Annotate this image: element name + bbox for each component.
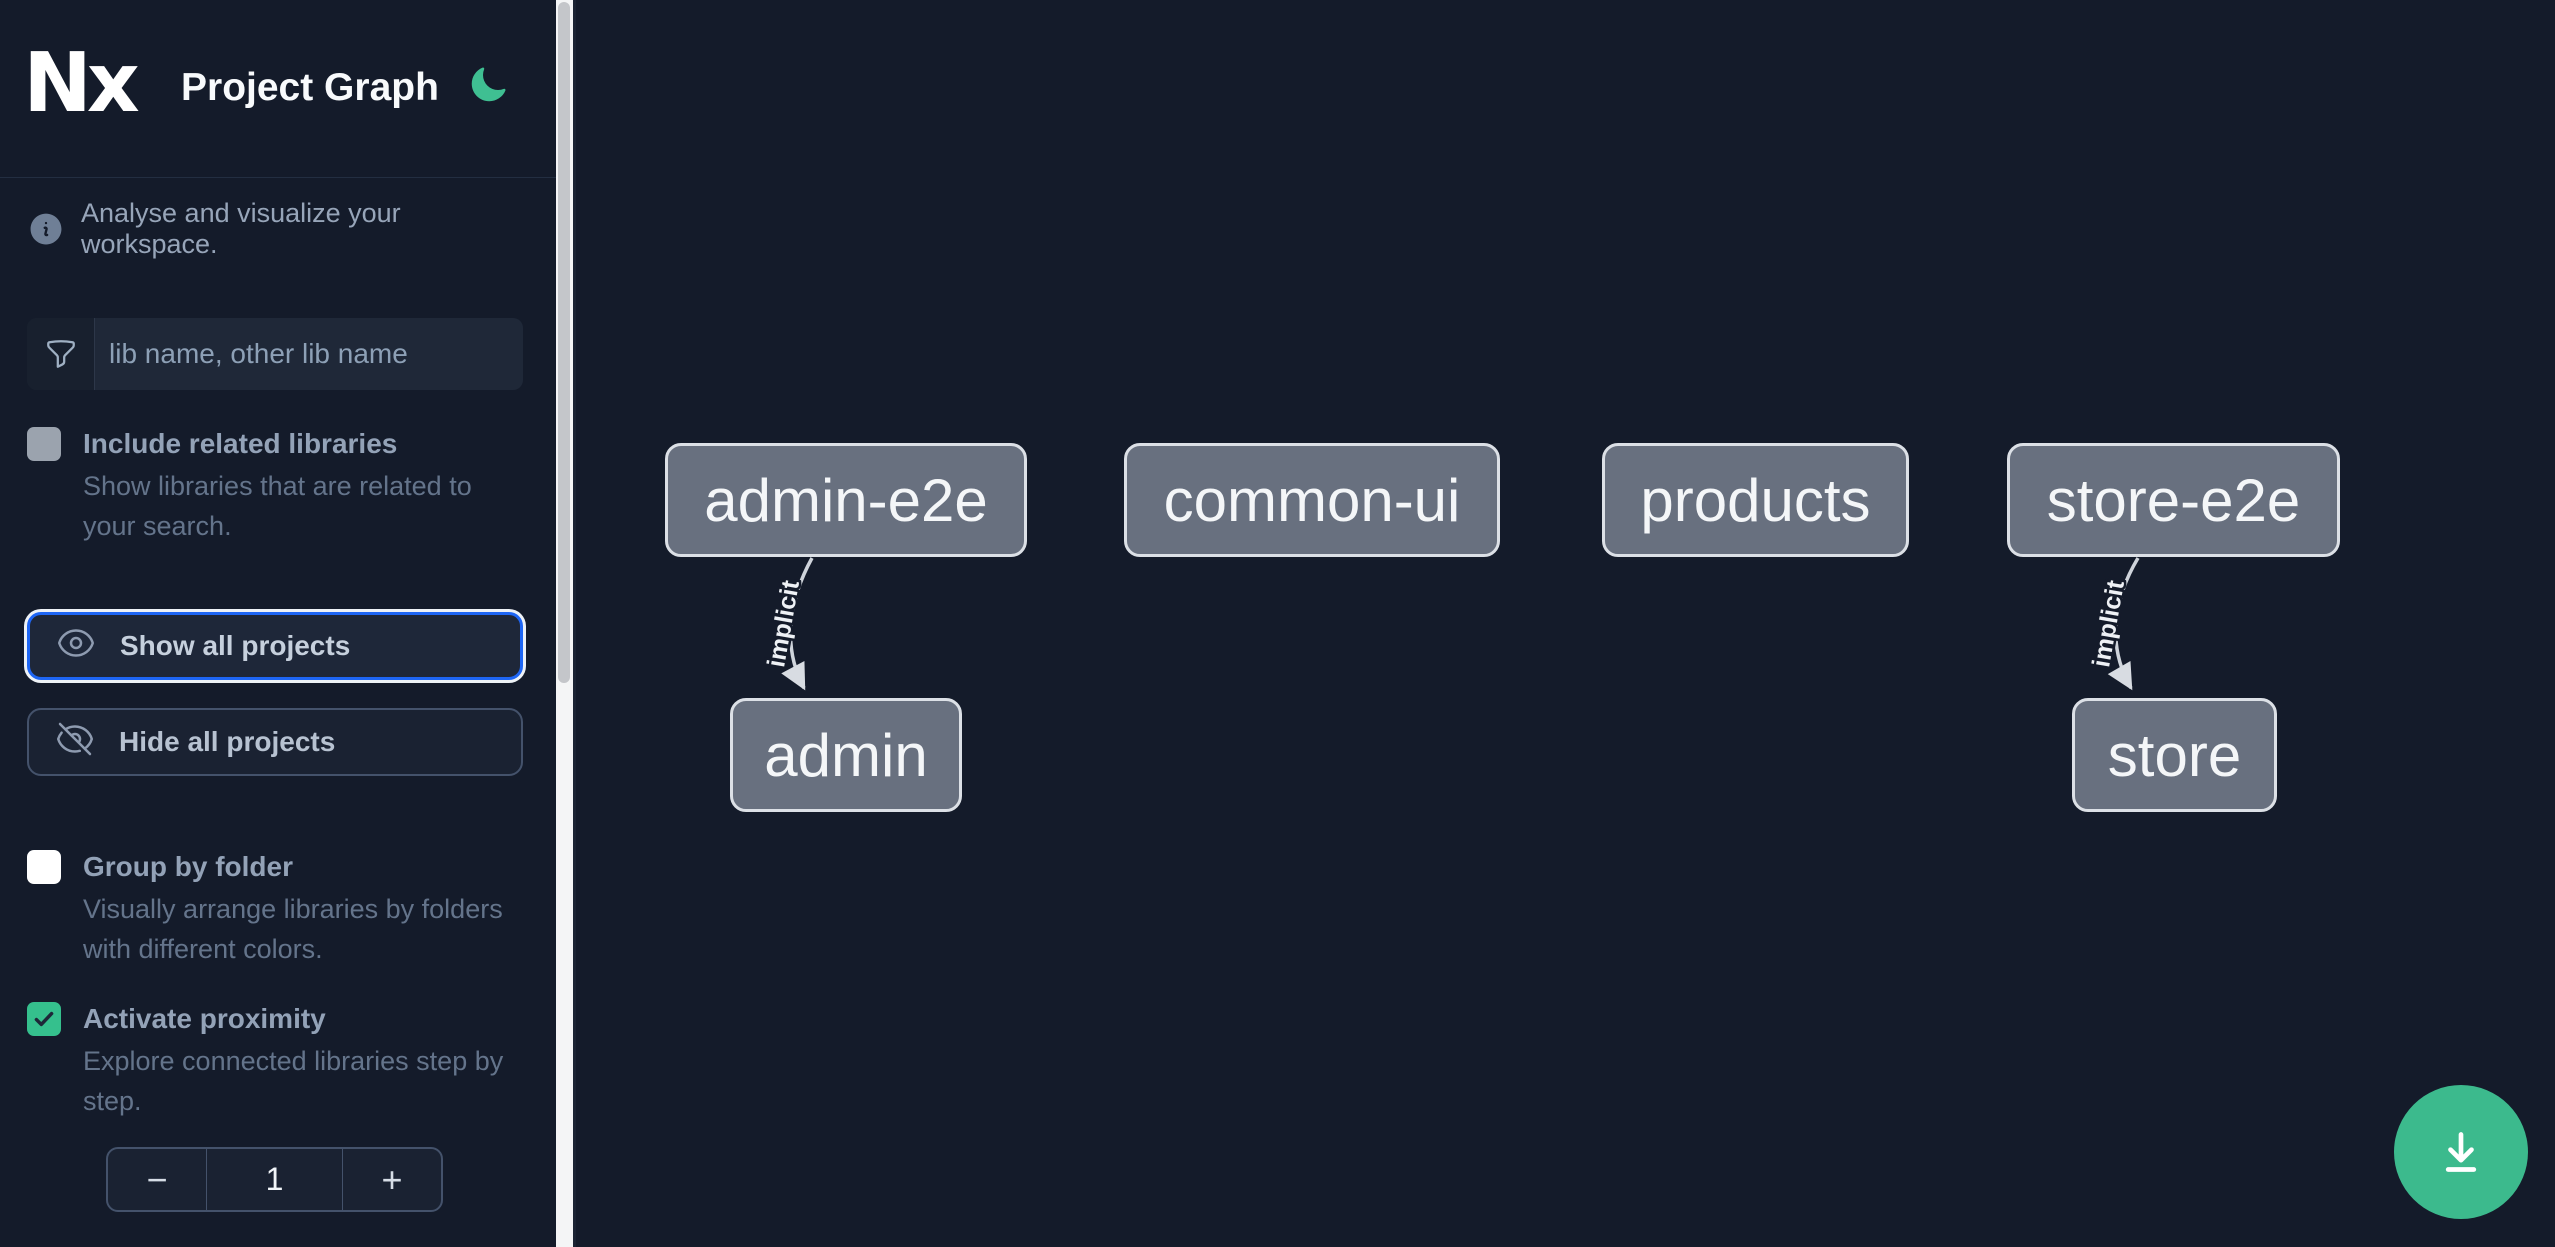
option-description: Show libraries that are related to your … — [83, 471, 472, 541]
download-icon — [2433, 1124, 2489, 1180]
stage-left-divider — [573, 0, 576, 1247]
nx-logo-text: Nx — [23, 35, 140, 131]
project-node-common-ui[interactable]: common-ui — [1124, 443, 1500, 557]
project-node-admin-e2e[interactable]: admin-e2e — [665, 443, 1027, 557]
sidebar-scrollbar-thumb[interactable] — [558, 2, 570, 683]
hide-all-projects-label: Hide all projects — [119, 726, 336, 757]
hide-all-projects-button[interactable]: Hide all projects — [27, 708, 523, 776]
sidebar-header: Nx Project Graph — [0, 0, 556, 178]
edge-admin-e2e-to-admin[interactable] — [781, 557, 814, 691]
project-node-store-e2e[interactable]: store-e2e — [2007, 443, 2340, 557]
library-filter-searchbox — [27, 318, 523, 390]
info-icon — [27, 210, 65, 248]
page-title: Project Graph — [181, 66, 439, 109]
option-label[interactable]: Activate proximity — [83, 1003, 326, 1034]
edge-label-implicit: implicit — [2087, 578, 2130, 670]
eye-slash-icon — [55, 719, 95, 766]
option-label[interactable]: Group by folder — [83, 851, 293, 882]
checkmark-icon — [31, 1006, 57, 1032]
download-graph-button[interactable] — [2394, 1085, 2528, 1219]
workspace-info-text: Analyse and visualize your workspace. — [81, 198, 401, 259]
eye-icon — [56, 623, 96, 670]
edge-store-e2e-to-store[interactable] — [2107, 557, 2140, 691]
activate-proximity-checkbox[interactable] — [27, 1002, 61, 1036]
edge-label-implicit: implicit — [762, 578, 805, 670]
increment-button[interactable]: + — [343, 1149, 441, 1210]
option-group-by-folder: Group by folder Visually arrange librari… — [27, 848, 532, 969]
show-all-projects-button[interactable]: Show all projects — [27, 612, 523, 680]
moon-icon — [468, 66, 508, 108]
theme-toggle-button[interactable] — [466, 64, 510, 108]
workspace-info-row: Analyse and visualize your workspace. — [27, 198, 532, 260]
nx-logo: Nx — [23, 28, 140, 138]
project-node-admin[interactable]: admin — [730, 698, 962, 812]
option-include-related-libraries: Include related libraries Show libraries… — [27, 425, 532, 546]
group-by-folder-checkbox[interactable] — [27, 850, 61, 884]
decrement-button[interactable]: − — [108, 1149, 206, 1210]
sidebar: Nx Project Graph Analyse and visualize y… — [0, 0, 556, 1247]
option-description: Explore connected libraries step by step… — [83, 1046, 504, 1116]
option-label[interactable]: Include related libraries — [83, 428, 398, 459]
proximity-depth-value: 1 — [206, 1149, 343, 1210]
show-all-projects-label: Show all projects — [120, 630, 351, 661]
proximity-depth-stepper: − 1 + — [106, 1147, 443, 1212]
project-node-store[interactable]: store — [2072, 698, 2277, 812]
include-related-libraries-checkbox[interactable] — [27, 427, 61, 461]
project-node-products[interactable]: products — [1602, 443, 1909, 557]
library-filter-input[interactable] — [95, 318, 523, 390]
option-activate-proximity: Activate proximity Explore connected lib… — [27, 1000, 532, 1121]
funnel-icon — [27, 318, 95, 390]
option-description: Visually arrange libraries by folders wi… — [83, 894, 503, 964]
